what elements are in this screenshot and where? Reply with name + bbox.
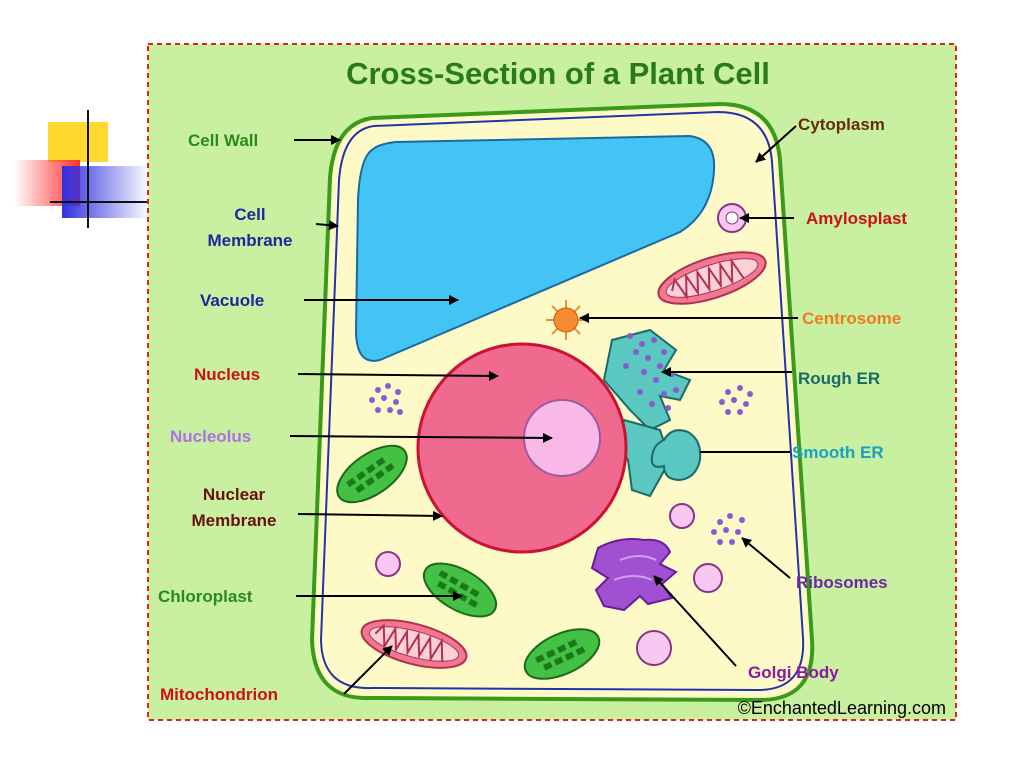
leader-lines — [289, 125, 798, 695]
smooth-er — [650, 429, 702, 482]
vacuole — [354, 134, 716, 362]
deco-yellow-square — [48, 122, 108, 162]
mitochondrion-lower — [360, 619, 468, 669]
cell-membrane — [319, 110, 805, 692]
deco-blue-bar — [62, 166, 150, 218]
leader-nucleolus — [289, 432, 553, 443]
chloroplast-left — [336, 444, 408, 504]
label-smooth-er: Smooth ER — [792, 443, 884, 462]
label-nucleus: Nucleus — [194, 365, 260, 384]
golgi-body — [590, 538, 678, 612]
chloroplast-middle — [422, 562, 498, 618]
label-chloroplast: Chloroplast — [158, 587, 253, 606]
label-ribosomes: Ribosomes — [796, 573, 888, 592]
vesicles — [375, 503, 723, 666]
label-cell-wall: Cell Wall — [188, 131, 258, 150]
label-rough-er: Rough ER — [798, 369, 880, 388]
label-nucleolus: Nucleolus — [170, 427, 251, 446]
slide-decoration — [14, 110, 150, 228]
mitochondrion-upper — [657, 251, 767, 305]
label-nuclear-membrane-line2: Membrane — [191, 511, 276, 530]
centrosome — [546, 300, 586, 340]
credit-text: ©EnchantedLearning.com — [738, 698, 946, 718]
label-vacuole: Vacuole — [200, 291, 264, 310]
chloroplast-bottom — [523, 628, 601, 680]
label-mitochondrion: Mitochondrion — [160, 685, 278, 704]
label-cell-membrane-line1: Cell — [234, 205, 265, 224]
nucleus — [416, 342, 628, 554]
label-nuclear-membrane-line1: Nuclear — [203, 485, 266, 504]
leader-ribosomes — [741, 537, 791, 579]
ribosome-cluster-left — [369, 383, 403, 415]
leader-cell-membrane — [315, 220, 339, 231]
leader-golgi-body — [653, 575, 737, 667]
leader-mitochondrion — [343, 645, 393, 695]
label-amylosplast: Amylosplast — [806, 209, 907, 228]
label-cell-membrane-line2: Membrane — [207, 231, 292, 250]
ribosome-cluster-lower-right — [711, 513, 745, 545]
leader-cytoplasm — [755, 125, 797, 163]
leader-nuclear-membrane — [297, 510, 443, 521]
rough-er — [602, 328, 692, 498]
label-centrosome: Centrosome — [802, 309, 901, 328]
leader-nucleus — [297, 370, 499, 381]
label-golgi-body: Golgi Body — [748, 663, 839, 682]
diagram-title: Cross-Section of a Plant Cell — [346, 56, 770, 91]
label-cytoplasm: Cytoplasm — [798, 115, 885, 134]
ribosome-cluster-right — [719, 385, 753, 415]
